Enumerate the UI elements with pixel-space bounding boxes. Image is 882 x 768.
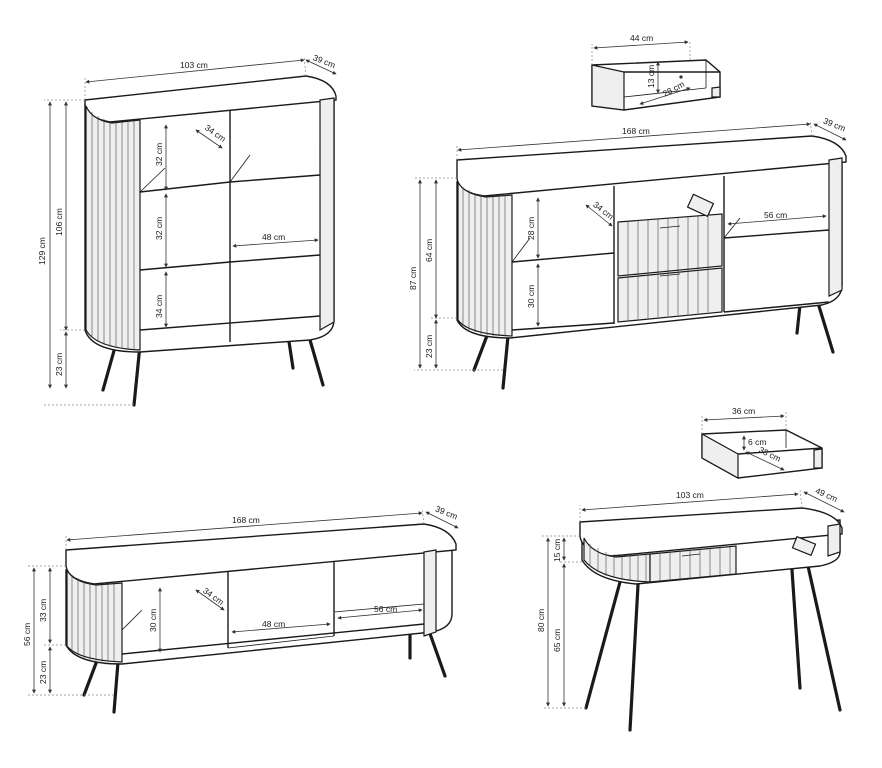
tv-unit-total-height-label: 56 cm: [22, 623, 32, 646]
desk-leg: [790, 568, 802, 690]
highboard-body-height-label: 106 cm: [54, 208, 64, 236]
desk-depth-label: 49 cm: [814, 485, 839, 504]
desk-leg-height-label: 65 cm: [552, 629, 562, 652]
small-drawer-width-label: 36 cm: [732, 406, 755, 416]
highboard-shelf-top-label: 32 cm: [154, 143, 164, 166]
sideboard-leg: [816, 301, 835, 354]
sideboard-depth-label: 39 cm: [822, 116, 847, 134]
large-drawer-width-label: 44 cm: [630, 33, 653, 43]
desk-leg: [584, 580, 622, 710]
desk-slatted-apron: [583, 537, 737, 583]
small-drawer-height-label: 6 cm: [748, 437, 766, 447]
highboard-width-label: 103 cm: [180, 60, 208, 70]
sideboard-inner-width-label: 56 cm: [764, 210, 787, 220]
sideboard: 168 cm 39 cm 87 cm 64 cm 23 cm 28 cm 30 …: [408, 116, 847, 390]
tv-unit-leg: [82, 656, 100, 697]
tv-unit: 168 cm 39 cm 56 cm 33 cm 23 cm 30 cm 34 …: [22, 504, 459, 714]
large-drawer: 44 cm 13 cm 28 cm: [591, 33, 721, 111]
tv-unit-body-height-label: 33 cm: [38, 599, 48, 622]
highboard-leg: [132, 343, 142, 407]
sideboard-width-label: 168 cm: [622, 126, 650, 136]
sideboard-shelf-bottom-label: 30 cm: [526, 285, 536, 308]
sideboard-leg: [795, 303, 802, 335]
tv-unit-leg-height-label: 23 cm: [38, 661, 48, 684]
tv-unit-depth-label: 39 cm: [434, 504, 459, 522]
desk-leg: [806, 564, 842, 712]
sideboard-leg: [501, 334, 510, 390]
highboard-depth-label: 39 cm: [312, 52, 337, 70]
tv-unit-width-label: 168 cm: [232, 515, 260, 525]
sideboard-total-height-label: 87 cm: [408, 267, 418, 290]
tv-unit-inner-width-side-label: 56 cm: [374, 604, 397, 614]
highboard-total-height-label: 129 cm: [37, 237, 47, 265]
highboard-slatted-door: [85, 105, 141, 351]
tv-unit-slatted-door: [66, 569, 123, 663]
sideboard-drawers: [617, 213, 723, 323]
sideboard-leg-height-label: 23 cm: [424, 335, 434, 358]
sideboard-shelf-top-label: 28 cm: [526, 217, 536, 240]
desk-leg: [628, 583, 640, 732]
tv-unit-shelf-height-label: 30 cm: [148, 609, 158, 632]
small-drawer: 36 cm 6 cm 38 cm: [701, 406, 823, 480]
highboard-leg-height-label: 23 cm: [54, 353, 64, 376]
highboard: 103 cm 39 cm 129 cm 106 cm 23 cm 32 cm 3…: [37, 52, 337, 407]
desk-width-label: 103 cm: [676, 490, 704, 500]
sideboard-body-height-label: 64 cm: [424, 239, 434, 262]
sideboard-leg: [472, 331, 490, 372]
tv-unit-leg: [426, 626, 447, 678]
tv-unit-leg: [112, 660, 120, 714]
desk: 103 cm 49 cm 80 cm 15 cm 65 cm: [536, 485, 845, 732]
highboard-inner-width-label: 48 cm: [262, 232, 285, 242]
large-drawer-height-label: 13 cm: [646, 65, 656, 88]
highboard-leg: [306, 331, 325, 387]
desk-body-height-label: 15 cm: [552, 539, 562, 562]
highboard-shelf-bottom-label: 34 cm: [154, 295, 164, 318]
sideboard-slatted-door: [457, 181, 513, 337]
desk-total-height-label: 80 cm: [536, 609, 546, 632]
highboard-body: [84, 97, 335, 353]
tv-unit-inner-width-center-label: 48 cm: [262, 619, 285, 629]
highboard-shelf-mid-label: 32 cm: [154, 217, 164, 240]
